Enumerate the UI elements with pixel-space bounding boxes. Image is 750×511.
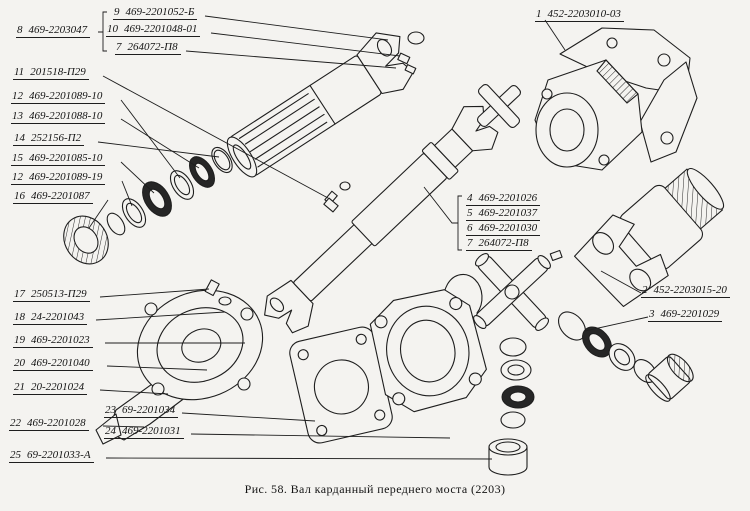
seal-ring-set: [63, 146, 233, 265]
cover-bolt: [204, 279, 232, 306]
end-cap: [645, 353, 694, 402]
knurled-bushing: [63, 215, 109, 265]
shaft-bolt: [323, 181, 351, 213]
upper-joint-cross: [476, 83, 522, 129]
fork-hardware: [397, 31, 425, 75]
swivel-cover: [95, 279, 264, 445]
dust-cup: [488, 438, 528, 476]
splined-shaft-tube: [226, 32, 414, 178]
figure-caption: Рис. 58. Вал карданный переднего моста (…: [244, 482, 506, 496]
flange-housing: [369, 289, 487, 413]
propeller-shaft: [264, 105, 499, 334]
leader-lines: [88, 11, 649, 460]
bearing-stack-right: [557, 311, 694, 402]
uj-cross: [473, 253, 551, 331]
output-yoke: [573, 168, 725, 308]
bearing-stack-bottom: [488, 337, 535, 476]
bracket-assembly: [534, 27, 698, 171]
